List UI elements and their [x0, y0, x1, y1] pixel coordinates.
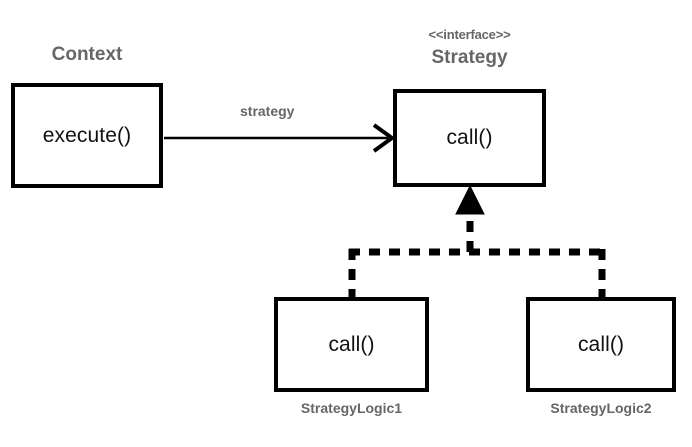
class-title-strategy: Strategy: [431, 47, 508, 68]
class-stereotype-strategy: <<interface>>: [428, 27, 511, 42]
closed-triangle-arrowhead-icon: [455, 184, 485, 215]
association-label-strategy: strategy: [240, 103, 295, 119]
class-title-strategylogic2: StrategyLogic2: [550, 400, 652, 416]
association-context-strategy: [164, 123, 396, 153]
class-member-execute: execute(): [42, 123, 132, 147]
class-title-strategylogic1: StrategyLogic1: [300, 400, 403, 416]
class-box-strategylogic2[interactable]: call(): [526, 297, 676, 392]
class-member-call-strategy: call(): [446, 126, 493, 149]
class-title-context: Context: [51, 44, 123, 65]
class-box-strategy[interactable]: call(): [393, 89, 546, 187]
realization-connector: [348, 184, 606, 298]
class-member-call-logic2: call(): [577, 332, 625, 356]
open-arrowhead-icon: [372, 123, 396, 153]
class-box-context[interactable]: execute(): [11, 83, 163, 188]
class-member-call-logic1: call(): [328, 332, 375, 356]
class-box-strategylogic1[interactable]: call(): [274, 297, 429, 392]
